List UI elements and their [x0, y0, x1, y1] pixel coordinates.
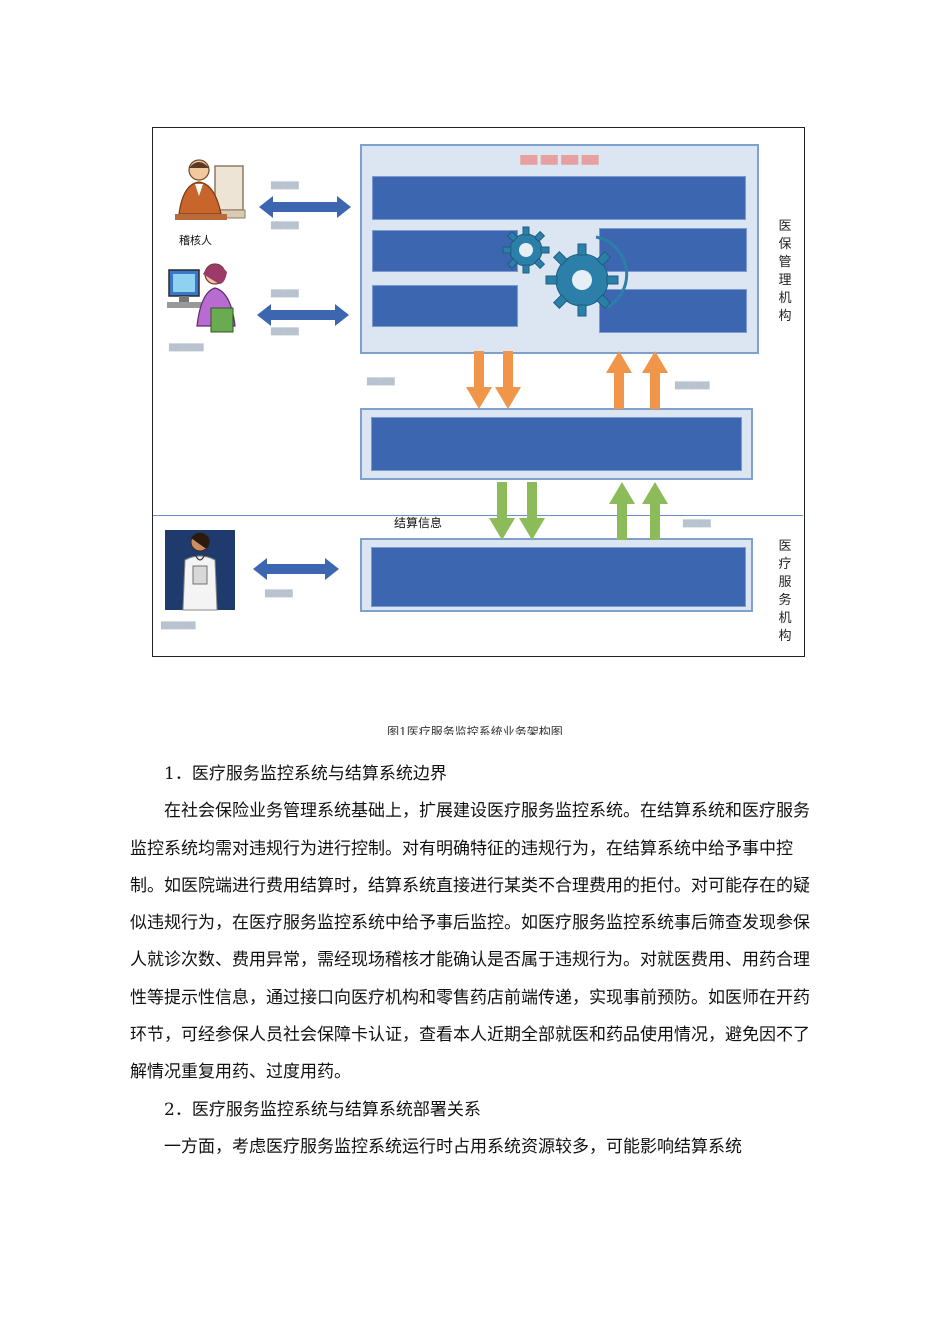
section-heading-1: 1．医疗服务监控系统与结算系统边界	[164, 764, 447, 784]
up-arrow-orange-icon	[606, 351, 632, 409]
auditor-person-icon	[175, 159, 246, 220]
blurred-label: ▆▆▆▆	[265, 588, 293, 598]
auditor-label: 稽核人	[179, 234, 212, 247]
rotation-arc	[595, 235, 629, 309]
blurred-label: ▆▆▆▆	[271, 180, 299, 190]
double-arrow-icon	[257, 304, 349, 326]
down-arrow-orange-icon	[495, 351, 521, 409]
down-arrow-green-icon	[519, 482, 545, 540]
blurred-label: ▆▆▆▆▆	[161, 620, 196, 630]
institution-divider	[153, 515, 803, 516]
up-arrow-green-icon	[609, 482, 635, 540]
module-bar-left-1	[372, 230, 518, 272]
blurred-label: ▆▆▆▆	[271, 326, 299, 336]
doctor-person-icon	[165, 530, 235, 611]
management-side-label: 医保管理机构	[778, 219, 792, 324]
up-arrow-orange-icon	[642, 351, 668, 409]
gear-icon	[502, 226, 550, 274]
module-bar-right-2	[599, 289, 747, 333]
blurred-label: ▆▆▆▆	[683, 518, 711, 528]
paragraph-2: 一方面，考虑医疗服务监控系统运行时占用系统资源较多，可能影响结算系统	[164, 1136, 742, 1157]
panel-title-blurred: ▆▆ ▆▆ ▆▆ ▆▆	[520, 152, 599, 165]
settlement-system-bar	[371, 417, 742, 471]
module-bar-top	[372, 176, 746, 220]
down-arrow-orange-icon	[466, 351, 492, 409]
gear-icon	[545, 243, 619, 317]
blurred-label: ▆▆▆▆▆	[675, 380, 710, 390]
settlement-system-panel	[360, 408, 753, 480]
monitoring-system-panel: ▆▆ ▆▆ ▆▆ ▆▆	[360, 144, 759, 354]
blurred-label: ▆▆▆▆	[367, 376, 395, 386]
paragraph-1: 在社会保险业务管理系统基础上，扩展建设医疗服务监控系统。在结算系统和医疗服务监控…	[130, 801, 810, 1083]
blurred-label: ▆▆▆▆	[271, 220, 299, 230]
double-arrow-icon	[253, 558, 339, 580]
body-text: 1．医疗服务监控系统与结算系统边界 在社会保险业务管理系统基础上，扩展建设医疗服…	[130, 756, 820, 1166]
figure-caption: 图1医疗服务监控系统业务架构图	[387, 725, 563, 735]
blurred-label: ▆▆▆▆	[271, 288, 299, 298]
hospital-system-bar	[371, 547, 746, 607]
module-bar-right-1	[599, 228, 747, 272]
up-arrow-green-icon	[642, 482, 668, 540]
blurred-label: ▆▆▆▆▆	[169, 342, 204, 352]
module-bar-left-2	[372, 285, 518, 327]
service-side-label: 医疗服务机构	[778, 539, 792, 644]
operator-person-icon	[167, 263, 236, 333]
architecture-figure: ▆▆ ▆▆ ▆▆ ▆▆	[152, 127, 805, 657]
section-heading-2: 2．医疗服务监控系统与结算系统部署关系	[164, 1099, 481, 1120]
settlement-info-label: 结算信息	[394, 516, 443, 530]
hospital-system-panel	[360, 538, 753, 612]
down-arrow-green-icon	[489, 482, 515, 540]
double-arrow-icon	[259, 196, 351, 218]
